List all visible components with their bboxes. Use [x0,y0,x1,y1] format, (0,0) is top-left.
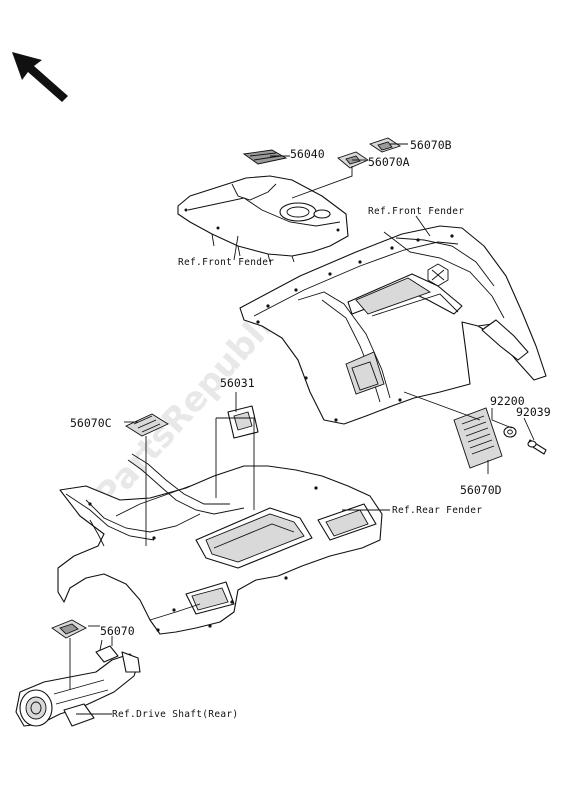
label-56040: 56040 [290,147,325,161]
screw-92039 [527,439,547,455]
ref-front-fender-right: Ref.Front Fender [368,206,464,217]
label-92200: 92200 [490,394,525,408]
decal-56031 [227,405,259,439]
front-fender [239,225,547,425]
leader-lines [69,143,535,715]
fender-emblem-icon [427,263,449,287]
label-92039: 92039 [516,405,551,419]
label-56031: 56031 [220,376,255,390]
decal-56040 [242,149,288,165]
label-56070a: 56070A [368,155,410,169]
label-56070: 56070 [100,624,135,638]
label-56070c: 56070C [70,416,112,430]
decal-56070 [51,619,87,639]
decal-56070c [125,413,169,437]
ref-front-fender-left: Ref.Front Fender [178,257,274,268]
rear-fender [57,453,383,635]
label-56070d: 56070D [460,483,502,497]
ref-drive-shaft: Ref.Drive Shaft(Rear) [112,709,238,720]
decal-56070d [453,407,503,469]
arrow-up-left-icon [12,52,68,102]
ref-rear-fender: Ref.Rear Fender [392,505,482,516]
decal-56070b [368,137,402,153]
label-56070b: 56070B [410,138,452,152]
washer-92200 [503,426,517,438]
front-cover-panel [177,175,349,263]
drive-shaft-housing [15,636,141,727]
